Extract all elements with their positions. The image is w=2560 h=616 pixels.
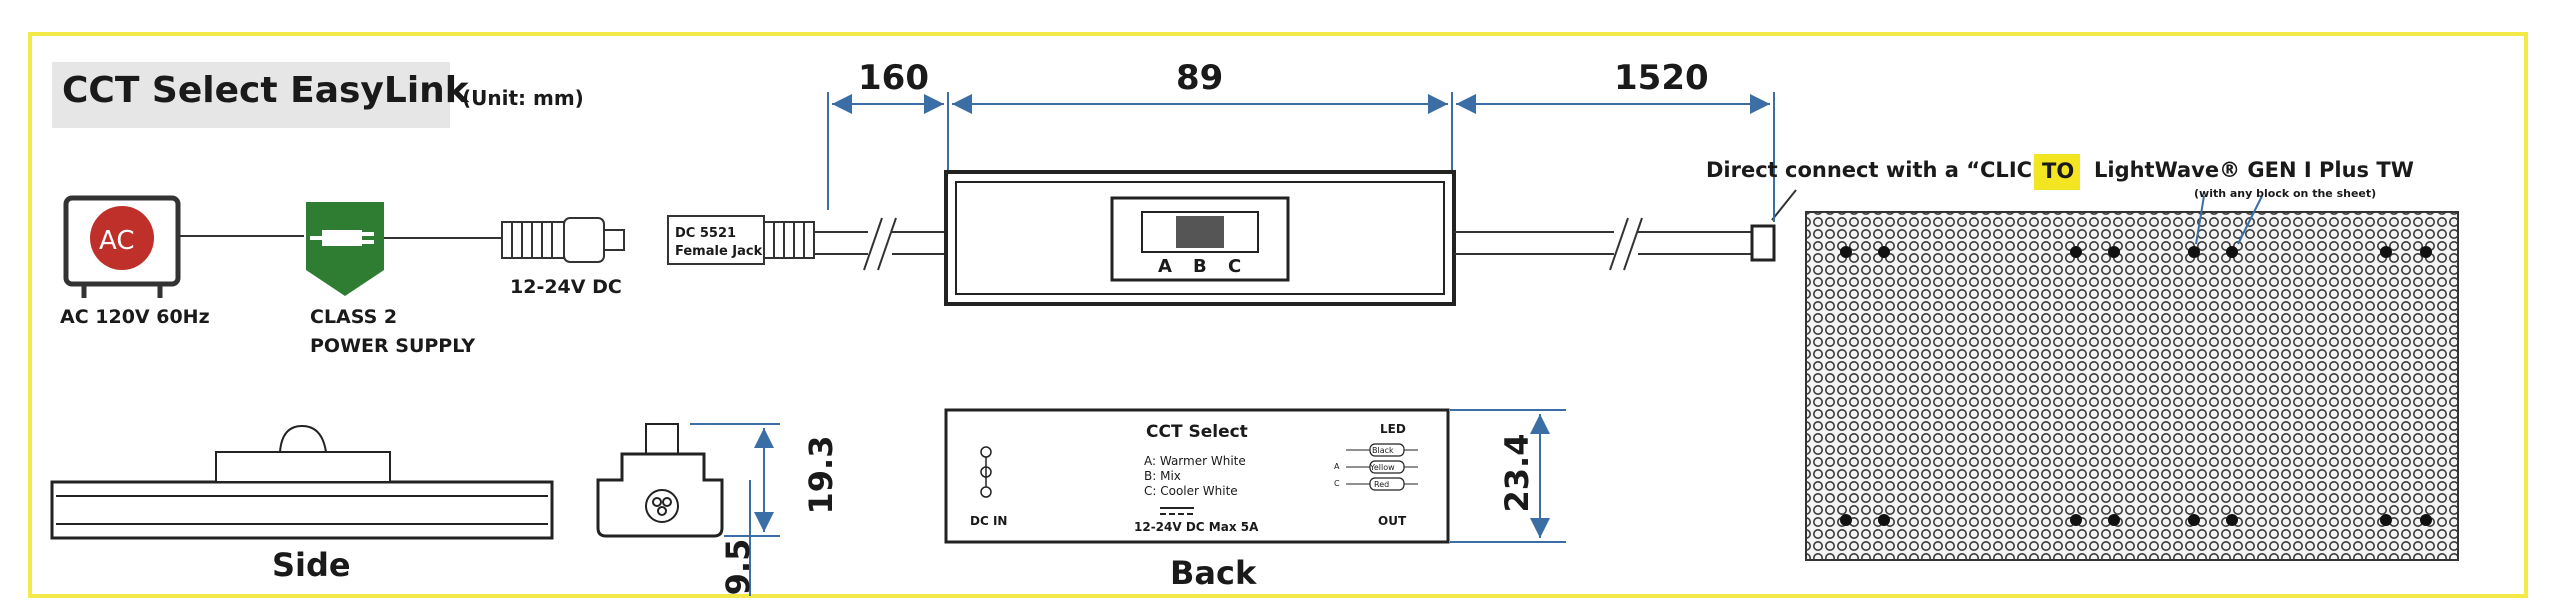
dc-plug-icon (501, 217, 625, 263)
pin-c-label: C (1334, 479, 1340, 488)
to-label: TO (2042, 159, 2075, 183)
dimension-lines (827, 92, 1775, 222)
dimension-9-5: 9.5 (719, 538, 757, 596)
direct-connect-label: Direct connect with a “CLICK” (1706, 158, 2063, 182)
lightwave-sheet (1805, 211, 2459, 561)
ac-supply-label: AC 120V 60Hz (60, 306, 210, 328)
back-out-label: OUT (1378, 514, 1407, 528)
side-view-label: Side (272, 546, 351, 584)
back-led-label: LED (1380, 422, 1406, 436)
sheet-block-markers (1840, 246, 2432, 526)
unit-note: (Unit: mm) (462, 86, 584, 110)
power-supply-label-line2: POWER SUPPLY (310, 335, 476, 357)
back-option-a: A: Warmer White (1144, 454, 1246, 468)
output-cable (1454, 189, 1797, 271)
back-view-label: Back (1170, 554, 1257, 592)
back-power-rating: 12-24V DC Max 5A (1134, 520, 1259, 534)
switch-position-a: A (1158, 256, 1172, 277)
lightwave-note: (with any block on the sheet) (2194, 187, 2377, 200)
back-panel-title: CCT Select (1146, 422, 1248, 442)
ac-outlet-icon (63, 195, 181, 298)
to-badge (2034, 154, 2080, 190)
controller-top-view (944, 170, 1456, 306)
pin-a-label: A (1334, 462, 1340, 471)
wire-yellow-label: Yellow (1370, 463, 1395, 472)
power-supply-icon (306, 202, 384, 296)
switch-position-c: C (1228, 256, 1242, 277)
back-option-b: B: Mix (1144, 469, 1181, 483)
back-option-c: C: Cooler White (1144, 484, 1238, 498)
sheet-callout-lines (2195, 195, 2263, 245)
switch-position-b: B (1193, 256, 1207, 277)
jack-label-line1: DC 5521 (675, 226, 737, 241)
dimension-1520: 1520 (1614, 58, 1709, 98)
jack-label-line2: Female Jack (675, 244, 763, 259)
dc-female-jack-icon (667, 215, 815, 265)
title-background (52, 62, 450, 128)
end-view-drawing (596, 423, 780, 596)
back-view-drawing (944, 408, 1566, 544)
lightwave-product-label: LightWave® GEN I Plus TW (2094, 158, 2414, 182)
dimension-19-3: 19.3 (802, 435, 840, 515)
wire-black-label: Black (1372, 446, 1394, 455)
wire-red-label: Red (1374, 480, 1390, 489)
ac-icon-text: AC (99, 226, 135, 256)
side-view-drawing (50, 424, 554, 540)
diagram-frame (28, 32, 2528, 598)
dimension-89: 89 (1176, 58, 1224, 98)
dimension-160: 160 (858, 58, 929, 98)
dimension-23-4: 23.4 (1498, 433, 1536, 513)
diagram-title: CCT Select EasyLink (62, 70, 469, 111)
power-supply-label-line1: CLASS 2 (310, 306, 398, 328)
input-cable (814, 217, 948, 271)
dc-voltage-label: 12-24V DC (510, 276, 622, 298)
back-dc-in-label: DC IN (970, 514, 1008, 528)
